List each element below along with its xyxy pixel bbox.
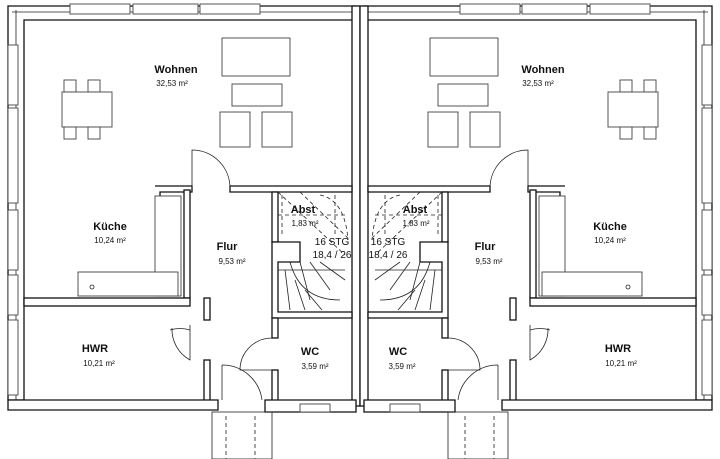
- stair-steps: 16 STG: [371, 237, 406, 248]
- room-area-wc: 3,59 m²: [301, 362, 328, 371]
- room-area-hwr: 10,21 m²: [83, 359, 115, 368]
- room-name-hwr: HWR: [605, 343, 631, 355]
- room-area-kueche: 10,24 m²: [94, 236, 126, 245]
- room-name-abst: Abst: [403, 204, 428, 216]
- room-area-abst: 1,83 m²: [402, 219, 429, 228]
- room-name-flur: Flur: [475, 241, 496, 253]
- room-area-abst: 1,83 m²: [291, 219, 318, 228]
- room-name-kueche: Küche: [593, 221, 627, 233]
- room-area-hwr: 10,21 m²: [605, 359, 637, 368]
- unit-right-labels: Wohnen 32,53 m² Küche 10,24 m² Flur 9,53…: [369, 64, 638, 371]
- room-name-wc: WC: [389, 346, 407, 358]
- room-area-wohnen: 32,53 m²: [522, 79, 554, 88]
- stair-steps: 16 STG: [315, 237, 350, 248]
- room-name-hwr: HWR: [82, 343, 108, 355]
- room-name-kueche: Küche: [93, 221, 127, 233]
- room-name-wohnen: Wohnen: [154, 64, 197, 76]
- room-name-wc: WC: [301, 346, 319, 358]
- room-area-wohnen: 32,53 m²: [156, 79, 188, 88]
- room-name-abst: Abst: [291, 204, 316, 216]
- room-name-wohnen: Wohnen: [521, 64, 564, 76]
- stair-ratio: 18,4 / 26: [313, 250, 352, 261]
- room-area-kueche: 10,24 m²: [594, 236, 626, 245]
- room-area-flur: 9,53 m²: [218, 257, 245, 266]
- unit-left-labels: Wohnen 32,53 m² Küche 10,24 m² Flur 9,53…: [82, 64, 352, 371]
- room-area-wc: 3,59 m²: [388, 362, 415, 371]
- room-name-flur: Flur: [217, 241, 238, 253]
- stair-ratio: 18,4 / 26: [369, 250, 408, 261]
- room-area-flur: 9,53 m²: [475, 257, 502, 266]
